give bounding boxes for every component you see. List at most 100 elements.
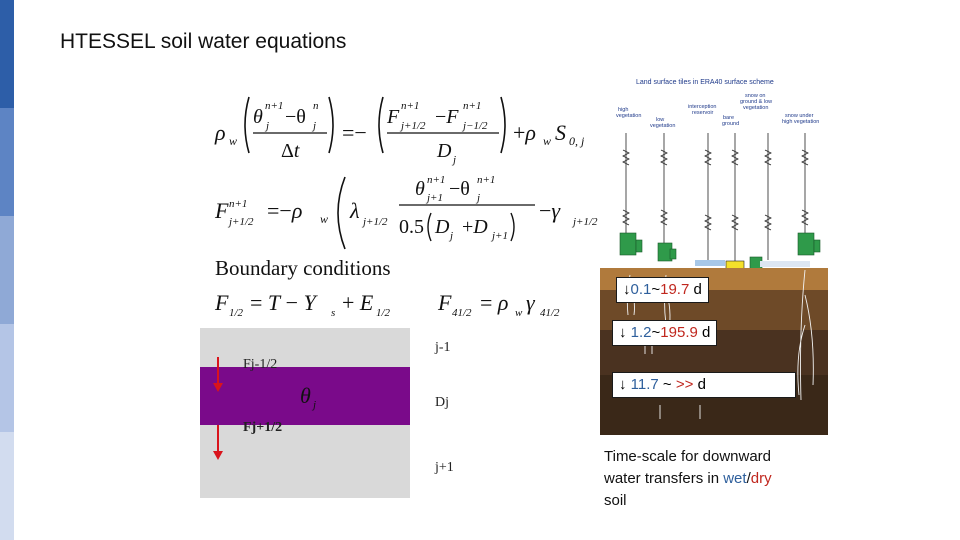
svg-text:F: F <box>214 290 229 315</box>
svg-text:vegetation: vegetation <box>743 105 768 111</box>
layer-above-label: j-1 <box>435 340 451 355</box>
caption-slash: / <box>746 470 751 487</box>
svg-text:−γ: −γ <box>539 198 561 223</box>
svg-text:−F: −F <box>435 106 459 128</box>
svg-text:ground: ground <box>722 121 739 127</box>
svg-text:−θ: −θ <box>285 106 306 128</box>
svg-text:+D: +D <box>462 216 488 238</box>
caption-line2-text: water transfers in <box>604 470 724 487</box>
svg-text:n+1: n+1 <box>401 100 419 112</box>
theta-symbol: θ j <box>300 383 316 411</box>
svg-text:j+1/2: j+1/2 <box>227 216 254 228</box>
svg-text:j: j <box>264 120 269 132</box>
flux-arrows <box>213 357 223 460</box>
timescale-layer1-unit: d <box>693 281 702 298</box>
timescale-layer1-sep: ~ <box>651 281 661 298</box>
svg-text:Δt: Δt <box>281 140 300 162</box>
svg-text:=−ρ: =−ρ <box>267 198 302 223</box>
timescale-layer1: ↓0.1~19.7 d <box>616 277 709 303</box>
timescale-layer3-arrow: ↓ <box>619 376 631 393</box>
timescale-layer2-arrow: ↓ <box>619 324 631 341</box>
caption-wet: wet <box>723 470 747 487</box>
timescale-layer3-dry: >> <box>675 376 694 393</box>
svg-text:j: j <box>451 154 456 166</box>
timescale-layer1-arrow: ↓ <box>623 281 631 298</box>
svg-text:high vegetation: high vegetation <box>782 119 819 125</box>
layer-j-band <box>200 367 410 425</box>
flux-bottom-label: Fj+1/2 <box>243 420 283 435</box>
timescale-layer3-unit: d <box>697 376 706 393</box>
equation-mass-balance: ρ w θ n+1 j −θ n j Δt =− F n+1 j+1/2 −F … <box>214 96 585 166</box>
svg-text:n+1: n+1 <box>265 100 283 112</box>
timescale-layer3-wet: 11.7 <box>630 376 659 393</box>
layer-below-label: j+1 <box>435 460 454 475</box>
svg-text:n+1: n+1 <box>477 174 495 186</box>
caption-line3: soil <box>604 492 627 509</box>
svg-text:j: j <box>475 192 480 204</box>
svg-text:j: j <box>448 230 453 242</box>
svg-text:= ρ: = ρ <box>480 290 508 315</box>
svg-text:n+1: n+1 <box>463 100 481 112</box>
svg-text:41/2: 41/2 <box>452 307 472 319</box>
svg-text:λ: λ <box>349 198 360 223</box>
caption-line1: Time-scale for downward <box>604 448 771 465</box>
svg-text:j+1/2: j+1/2 <box>399 120 426 132</box>
caption-line2: water transfers in wet/dry <box>604 468 834 490</box>
svg-text:low: low <box>656 117 664 123</box>
svg-text:=−: =− <box>342 120 367 145</box>
svg-text:D: D <box>436 140 452 162</box>
svg-text:s: s <box>331 307 335 319</box>
figure-title: Land surface tiles in ERA40 surface sche… <box>636 79 774 86</box>
svg-text:0, j: 0, j <box>569 134 585 148</box>
equation-flux: F n+1 j+1/2 =−ρ w λ j+1/2 θ n+1 j+1 −θ n… <box>214 174 598 250</box>
layer-thickness-label: Dj <box>435 395 449 410</box>
svg-text:θ: θ <box>300 383 311 408</box>
flux-top-label: Fj-1/2 <box>243 357 278 372</box>
svg-text:w: w <box>229 134 237 148</box>
soil-water-equations: ρ w θ n+1 j −θ n j Δt =− F n+1 j+1/2 −F … <box>214 96 598 250</box>
svg-text:snow on: snow on <box>745 93 766 99</box>
svg-text:interception: interception <box>688 104 716 110</box>
svg-text:j+1: j+1 <box>490 230 508 242</box>
caption-dry: dry <box>750 470 772 487</box>
svg-text:θ: θ <box>415 178 425 200</box>
svg-text:0.5: 0.5 <box>399 216 424 238</box>
svg-text:F: F <box>437 290 452 315</box>
svg-text:j: j <box>311 120 316 132</box>
svg-text:j+1/2: j+1/2 <box>571 216 598 228</box>
timescale-layer2: ↓ 1.2~195.9 d <box>612 320 718 346</box>
slide-title: HTESSEL soil water equations <box>60 30 347 53</box>
timescale-layer2-dry: 195.9 <box>660 324 698 341</box>
svg-text:reservoir: reservoir <box>692 110 714 116</box>
svg-text:41/2: 41/2 <box>540 307 560 319</box>
svg-text:S: S <box>555 120 566 145</box>
svg-text:w: w <box>543 134 551 148</box>
svg-text:γ: γ <box>526 290 536 315</box>
svg-text:vegetation: vegetation <box>650 123 675 129</box>
svg-text:vegetation: vegetation <box>616 113 641 119</box>
svg-text:high: high <box>618 107 628 113</box>
svg-text:F: F <box>214 198 229 223</box>
svg-text:n+1: n+1 <box>427 174 445 186</box>
svg-text:−θ: −θ <box>449 178 470 200</box>
svg-text:+ E: + E <box>342 290 374 315</box>
svg-text:1/2: 1/2 <box>376 307 391 319</box>
timescale-layer1-dry: 19.7 <box>660 281 690 298</box>
svg-text:1/2: 1/2 <box>229 307 244 319</box>
svg-text:j+1: j+1 <box>425 192 443 204</box>
svg-text:ρ: ρ <box>214 120 226 145</box>
svg-text:ground & low: ground & low <box>740 99 772 105</box>
svg-text:F: F <box>386 106 400 128</box>
svg-text:j−1/2: j−1/2 <box>461 120 488 132</box>
svg-text:θ: θ <box>253 106 263 128</box>
svg-text:+ρ: +ρ <box>513 120 536 145</box>
timescale-layer2-sep: ~ <box>651 324 661 341</box>
svg-text:snow under: snow under <box>785 113 814 119</box>
svg-text:n: n <box>313 100 319 112</box>
boundary-equations: F 1/2 = T − Y s + E 1/2 F 41/2 = ρ w γ 4… <box>214 290 560 319</box>
timescale-layer1-wet: 0.1 <box>630 281 652 298</box>
slide-sidebar <box>0 0 14 540</box>
timescale-layer3-sep: ~ <box>658 376 676 393</box>
timescale-layer3: ↓ 11.7 ~ >> d <box>612 372 796 398</box>
svg-text:w: w <box>320 212 328 226</box>
